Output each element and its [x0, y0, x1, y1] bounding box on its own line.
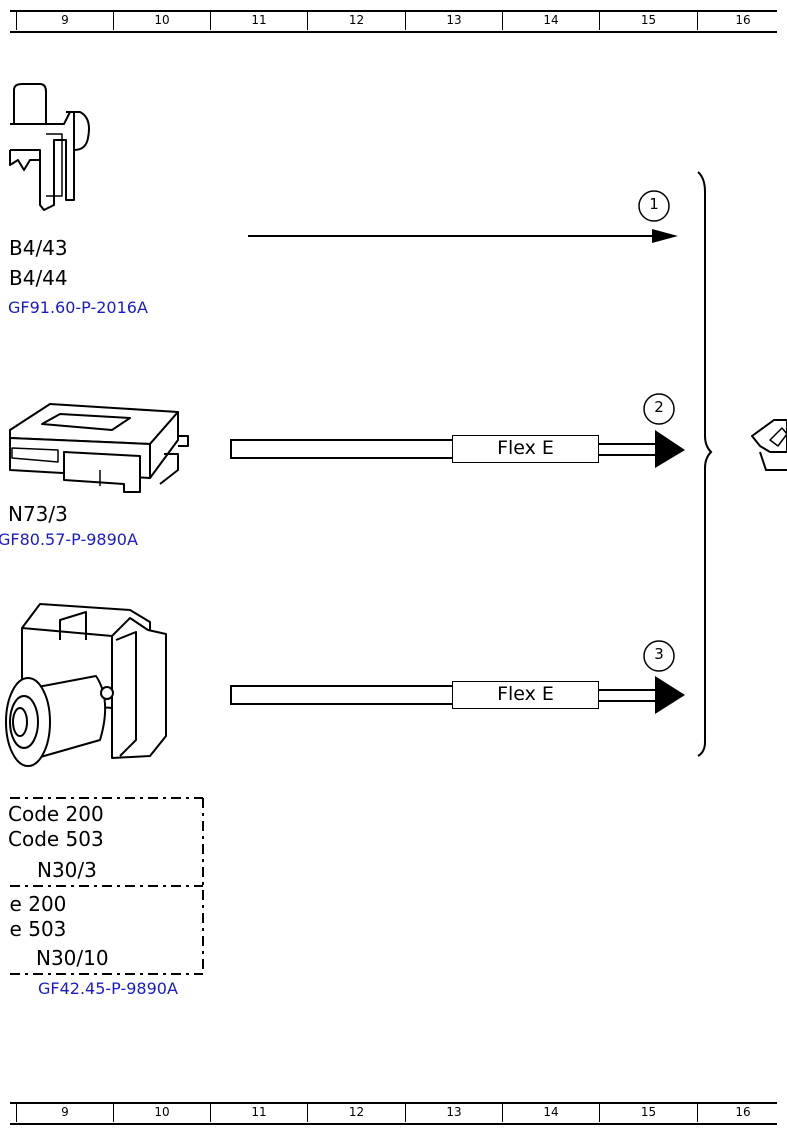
ruler-top-edge — [10, 10, 777, 12]
variant-unit-label: N30/10 — [36, 946, 109, 970]
ruler-col-10: 10 — [113, 1102, 210, 1122]
ruler-col-15: 15 — [599, 1102, 697, 1122]
variant-labels: Code 200 Code 503 N30/3 le 200 le 503 N3… — [8, 800, 198, 972]
column-ruler-top: 9 10 11 12 13 14 15 16 — [0, 10, 787, 33]
signal-2-bus-label: Flex E — [452, 435, 599, 463]
ruler-bottom-edge — [10, 31, 777, 33]
ruler-col-9: 9 — [16, 10, 113, 30]
component-reference-link[interactable]: GF91.60-P-2016A — [8, 298, 148, 317]
variant-reference-link[interactable]: GF42.45-P-9890A — [38, 979, 178, 998]
ruler-top-edge — [10, 1102, 777, 1104]
ruler-col-15: 15 — [599, 10, 697, 30]
ruler-col-14: 14 — [502, 1102, 599, 1122]
ruler-col-16: 16 — [697, 1102, 787, 1122]
variant-code-line: Code 503 — [8, 827, 104, 851]
component-code: B4/43 — [9, 236, 68, 260]
signal-1-number: 1 — [649, 195, 659, 213]
pump-motor-illustration — [5, 603, 167, 767]
column-ruler-bottom: 9 10 11 12 13 14 15 16 — [0, 1102, 787, 1125]
signal-3-bus-label: Flex E — [452, 681, 599, 709]
signal-2-bus-arrow — [230, 430, 685, 468]
ruler-col-11: 11 — [210, 10, 307, 30]
variant-code-line: le 200 — [8, 892, 67, 916]
component-reference-link[interactable]: GF80.57-P-9890A — [0, 530, 138, 549]
variant-code-line: le 503 — [8, 917, 67, 941]
signal-3-number: 3 — [654, 645, 664, 663]
signal-3-circle — [643, 640, 675, 672]
signal-1-arrow — [248, 229, 678, 243]
signal-2-circle — [643, 393, 675, 425]
control-unit-illustration — [9, 403, 189, 493]
grouping-brace — [697, 171, 713, 757]
ruler-col-13: 13 — [405, 1102, 502, 1122]
component-code: B4/44 — [9, 266, 68, 290]
component-2-labels: N73/3 GF80.57-P-9890A — [0, 500, 200, 556]
ruler-col-12: 12 — [307, 10, 405, 30]
ruler-col-10: 10 — [113, 10, 210, 30]
ruler-col-16: 16 — [697, 10, 787, 30]
target-unit-illustration — [751, 419, 787, 471]
ruler-col-11: 11 — [210, 1102, 307, 1122]
ruler-col-9: 9 — [16, 1102, 113, 1122]
sensor-illustration — [9, 83, 90, 211]
ruler-bottom-edge — [10, 1123, 777, 1125]
variant-unit-label: N30/3 — [37, 858, 97, 882]
variant-frame — [10, 797, 204, 975]
variant-code-line: Code 200 — [8, 802, 104, 826]
signal-2-number: 2 — [654, 398, 664, 416]
component-code: N73/3 — [8, 502, 68, 526]
ruler-col-14: 14 — [502, 10, 599, 30]
ruler-col-12: 12 — [307, 1102, 405, 1122]
signal-1-circle — [638, 190, 670, 222]
ruler-col-13: 13 — [405, 10, 502, 30]
